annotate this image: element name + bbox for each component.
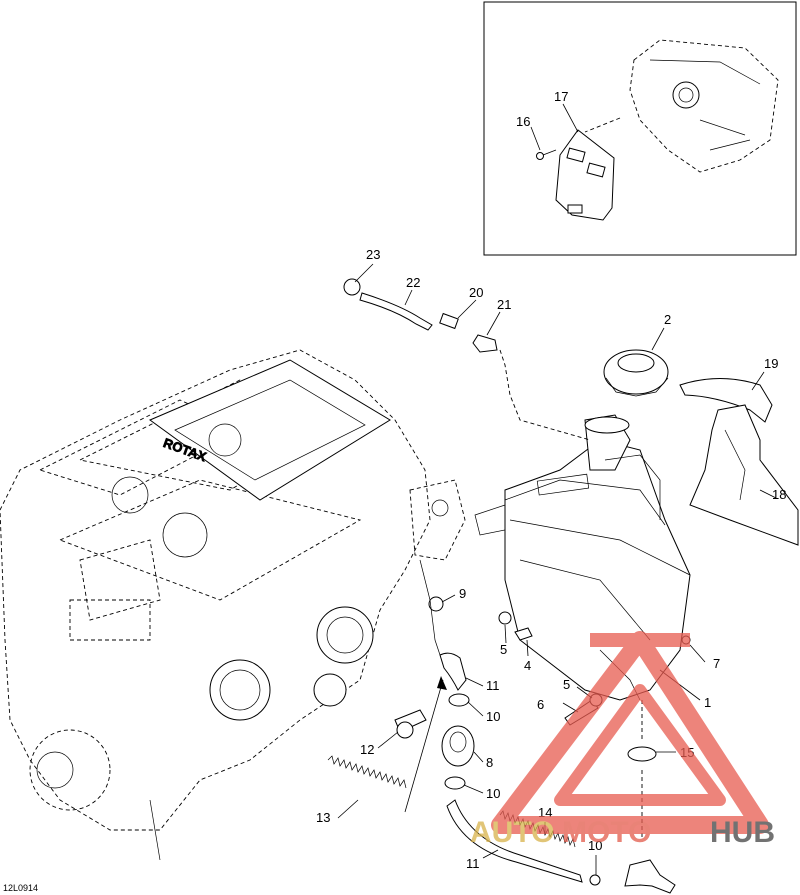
engine: ROTAX bbox=[0, 349, 431, 861]
callout-16: 16 bbox=[516, 114, 530, 129]
callout-18: 18 bbox=[772, 487, 786, 502]
callout-8: 8 bbox=[486, 755, 493, 770]
diagram-code: 12L0914 bbox=[3, 883, 38, 893]
callout-17: 17 bbox=[554, 89, 568, 104]
callout-23: 23 bbox=[366, 247, 380, 262]
callout-11a: 11 bbox=[486, 678, 500, 693]
watermark-triangle-logo bbox=[491, 631, 769, 834]
bracket-17 bbox=[555, 129, 615, 221]
callout-12: 12 bbox=[360, 742, 374, 757]
hose-lines bbox=[419, 559, 583, 883]
panel-18 bbox=[689, 404, 799, 546]
watermark-text-hub: HUB bbox=[710, 816, 775, 849]
callout-7: 7 bbox=[713, 656, 720, 671]
callout-19: 19 bbox=[764, 356, 778, 371]
callout-1: 1 bbox=[704, 695, 711, 710]
watermark-text-moto: MOTO bbox=[562, 816, 651, 849]
flow-arrow bbox=[404, 676, 447, 813]
vent-hose-assembly bbox=[343, 278, 591, 441]
leader-lines bbox=[337, 263, 777, 875]
callout-22: 22 bbox=[406, 275, 420, 290]
callout-5b: 5 bbox=[563, 677, 570, 692]
inset-panel bbox=[483, 1, 797, 256]
callout-4: 4 bbox=[524, 658, 531, 673]
callout-20: 20 bbox=[469, 285, 483, 300]
panel-19 bbox=[679, 378, 773, 423]
engine-valve-component bbox=[409, 479, 466, 561]
callout-10a: 10 bbox=[486, 709, 500, 724]
callout-9: 9 bbox=[459, 586, 466, 601]
callout-2: 2 bbox=[664, 312, 671, 327]
callout-5a: 5 bbox=[500, 642, 507, 657]
callout-labels: 1 2 4 5 5 6 7 8 9 10 10 10 11 11 12 13 1… bbox=[316, 89, 786, 871]
callout-13: 13 bbox=[316, 810, 330, 825]
screw-16 bbox=[536, 149, 557, 160]
inset-tank bbox=[629, 39, 779, 173]
callout-10c: 10 bbox=[588, 838, 602, 853]
spring-13 bbox=[327, 755, 407, 789]
callout-6: 6 bbox=[537, 697, 544, 712]
cap-2 bbox=[603, 349, 669, 397]
callout-10b: 10 bbox=[486, 786, 500, 801]
callout-21: 21 bbox=[497, 297, 511, 312]
watermark: AUTO MOTO HUB bbox=[470, 631, 775, 849]
watermark-text-auto: AUTO bbox=[470, 816, 554, 849]
callout-11b: 11 bbox=[466, 856, 480, 871]
